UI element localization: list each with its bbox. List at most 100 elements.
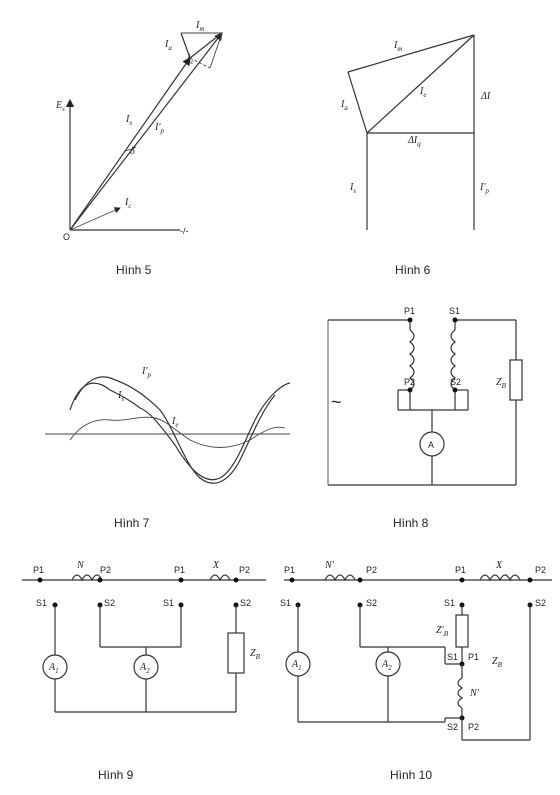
fig8-ammeter-label: A [428, 440, 434, 450]
fig10-p1b-label: P1 [455, 565, 466, 575]
fig10-p2b-label: P2 [535, 565, 546, 575]
fig9-n-coil [71, 574, 103, 582]
fig8-p1-terminal [407, 317, 413, 323]
fig10-x-label: X [495, 560, 503, 571]
fig9-p1b-dot [178, 577, 184, 583]
fig5-ie-dashed [189, 57, 211, 69]
fig10-s1b-label: S1 [444, 598, 455, 608]
fig7-caption: Hình 7 [114, 516, 150, 530]
fig9-p2a-dot [97, 577, 103, 583]
fig6-ie-line [366, 34, 475, 134]
fig7-is-label: Is [117, 390, 124, 403]
fig8-zb-label: ZB [496, 377, 507, 390]
fig8-source-symbol: ~ [331, 392, 342, 412]
fig5-ia-label: Ia [164, 39, 172, 52]
fig5-ic-label: Ic [124, 197, 132, 210]
fig9-s2b-label: S2 [240, 598, 251, 608]
fig9-zb-resistor [227, 632, 245, 674]
fig8-s1-label: S1 [449, 306, 460, 316]
fig8-s2-terminal [452, 387, 458, 393]
fig9-x-coil [209, 574, 231, 582]
fig10-s2a-label: S2 [366, 598, 377, 608]
fig8-p2-terminal [407, 387, 413, 393]
fig5-ie-vector [209, 32, 223, 69]
fig10-s2c-label: S2 [447, 722, 458, 732]
fig6-im-label: Im [393, 40, 402, 53]
fig6-ia-label: Ia [340, 99, 348, 112]
fig9-p1b-label: P1 [174, 565, 185, 575]
fig10-n-coil [324, 574, 356, 582]
fig5-delta-arc [123, 146, 137, 152]
fig9-s2a-label: S2 [104, 598, 115, 608]
fig10-s1c-label: S1 [447, 652, 458, 662]
fig10-s1a-label: S1 [280, 598, 291, 608]
fig6-dI-label: ΔI [480, 91, 491, 102]
fig10-p1a-dot [289, 577, 295, 583]
fig10-zpb-label: Z'B [436, 625, 449, 638]
fig6-vector-diagram: Im Ia Ie ΔI ΔIq Is I'p [340, 34, 491, 230]
fig10-a2-label: A2 [381, 659, 392, 672]
fig9-a2-label: A2 [139, 662, 150, 675]
fig8-zb-resistor [509, 359, 523, 401]
fig9-a1-label: A1 [48, 662, 59, 675]
fig10-np-coil [457, 677, 464, 709]
fig9-p2b-label: P2 [239, 565, 250, 575]
fig10-p2c-label: P2 [468, 722, 479, 732]
fig10-zb-label: ZB [492, 656, 503, 669]
fig5-es-label: Es [55, 100, 65, 113]
fig9-x-label: X [212, 560, 220, 571]
fig8-circuit: P1 S1 P2 S2 A ZB ~ [327, 306, 523, 486]
fig6-im-line [347, 34, 475, 73]
fig9-p2a-label: P2 [100, 565, 111, 575]
fig9-p2b-dot [233, 577, 239, 583]
fig6-ip-label: I'p [479, 182, 489, 195]
fig8-primary-coil [409, 329, 415, 391]
fig8-s2-label: S2 [450, 377, 461, 387]
fig10-zpb-resistor [455, 614, 469, 648]
fig5-phasor-diagram: Es O Is I'p Ia Im Ie Ic δ -/- [55, 20, 223, 242]
fig5-ip-vector [69, 32, 223, 231]
fig8-s1-terminal [452, 317, 458, 323]
fig9-s1a-label: S1 [36, 598, 47, 608]
fig5-caption: Hình 5 [116, 263, 152, 277]
fig6-ia-line [347, 71, 368, 134]
fig9-circuit: P1 N P2 P1 X P2 S1 S2 S1 S2 A1 A2 ZB [22, 560, 266, 713]
fig10-p1a-label: P1 [284, 565, 295, 575]
fig10-s2b-label: S2 [535, 598, 546, 608]
fig5-ip-label: I'p [154, 122, 164, 135]
fig7-is-wave [69, 382, 291, 481]
fig10-a1-label: A1 [291, 659, 302, 672]
fig10-np-label: N' [469, 688, 480, 699]
fig6-is-label: Is [349, 182, 356, 195]
fig5-ic-vector [69, 207, 121, 231]
fig9-s1b-label: S1 [163, 598, 174, 608]
fig7-ie-label: Ie [171, 416, 178, 429]
fig6-dIq-label: ΔIq [407, 135, 421, 148]
fig5-ie-label: Ie [186, 53, 193, 66]
fig8-p2-label: P2 [404, 377, 415, 387]
fig10-p2a-dot [357, 577, 363, 583]
fig5-origin-label: O [63, 232, 70, 242]
fig10-caption: Hình 10 [390, 768, 432, 782]
fig6-ie-label: Ie [419, 86, 426, 99]
fig5-is-label: Is [125, 114, 132, 127]
fig10-p2a-label: P2 [366, 565, 377, 575]
fig7-waveforms: I'p Is Ie [45, 366, 291, 484]
fig9-n-label: N [76, 560, 85, 571]
fig7-ip-label: I'p [141, 366, 151, 379]
fig5-phi-label: -/- [180, 226, 189, 236]
fig7-ie-wave [69, 416, 286, 448]
fig9-zb-label: ZB [250, 648, 261, 661]
fig10-circuit: P1 N' P2 P1 X P2 S1 S2 S1 S2 Z'B ZB S1 P… [280, 560, 552, 741]
fig8-caption: Hình 8 [393, 516, 429, 530]
fig5-delta-label: δ [130, 146, 135, 157]
fig10-n-label: N' [324, 560, 335, 571]
fig10-p1b-dot [459, 577, 465, 583]
fig8-secondary-coil [450, 329, 456, 391]
fig9-p1a-dot [37, 577, 43, 583]
fig10-p2b-dot [527, 577, 533, 583]
fig5-im-label: Im [195, 20, 204, 33]
fig5-im-vector [189, 32, 223, 59]
fig10-x-coil [479, 574, 521, 582]
